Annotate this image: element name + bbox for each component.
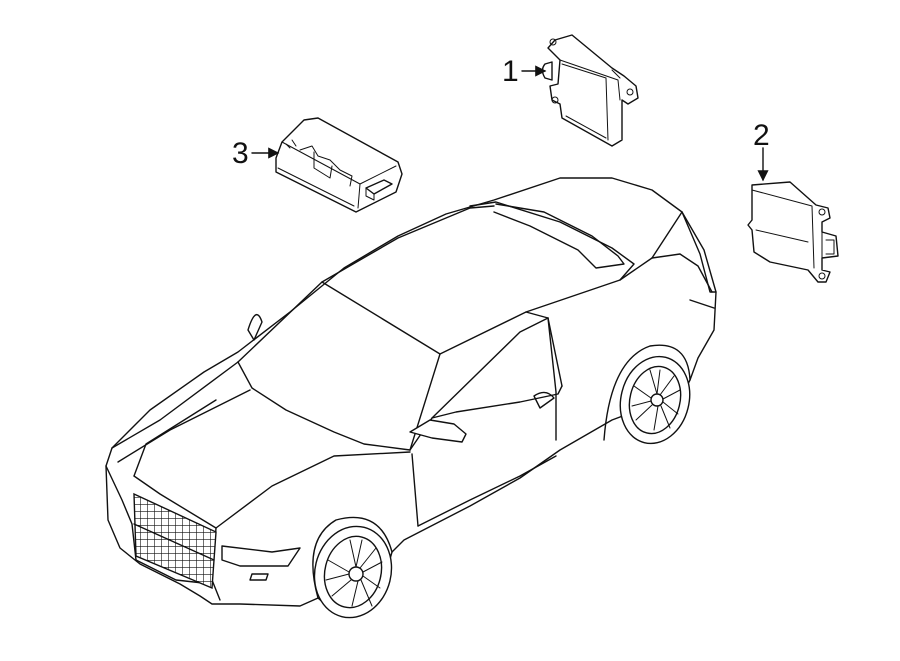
car-illustration bbox=[105, 177, 717, 619]
callout-3[interactable]: 3 bbox=[232, 137, 249, 170]
part-1-control-module[interactable] bbox=[541, 34, 639, 147]
part-3-small-module[interactable] bbox=[275, 117, 403, 213]
callout-1[interactable]: 1 bbox=[502, 55, 519, 88]
part-2-sensor-module[interactable] bbox=[747, 181, 839, 283]
grille bbox=[133, 492, 217, 590]
callout-2[interactable]: 2 bbox=[753, 119, 770, 152]
